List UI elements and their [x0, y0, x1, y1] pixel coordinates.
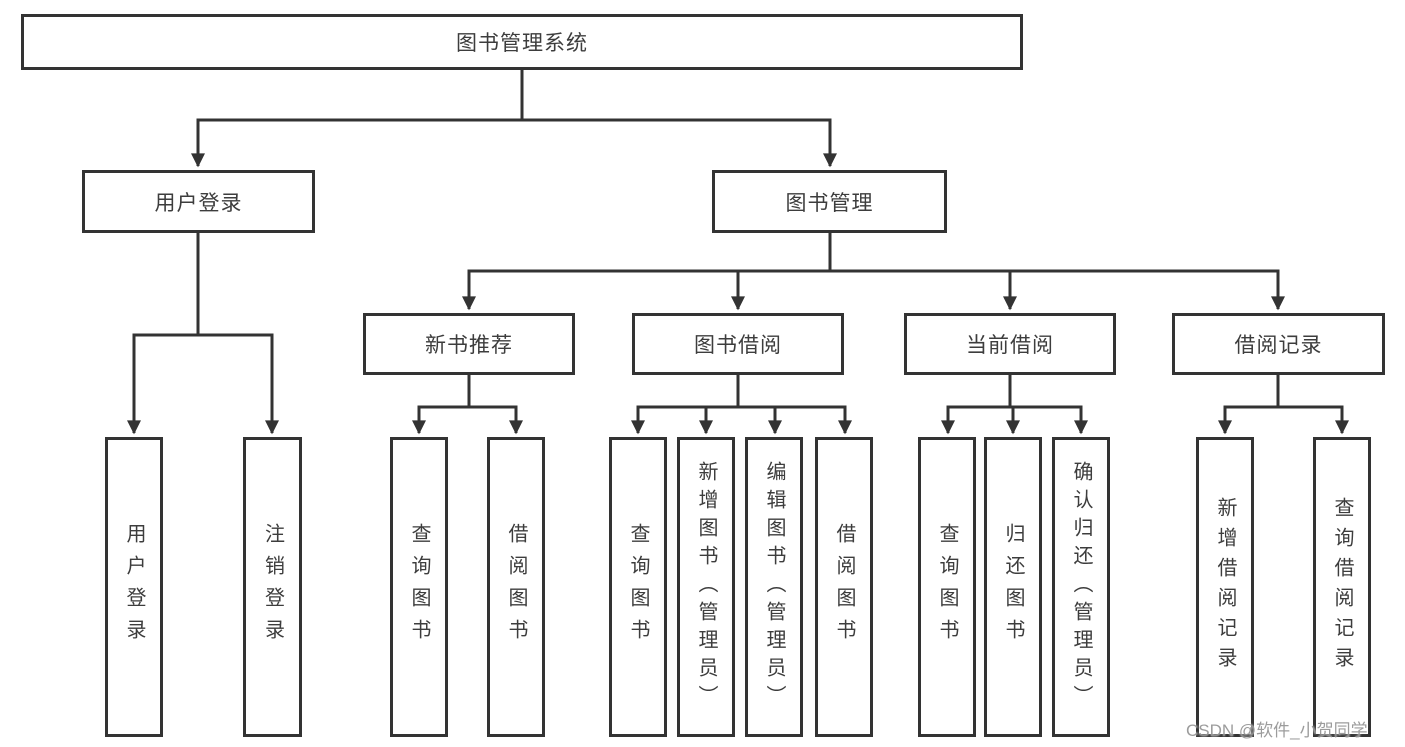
leaf-bb-query-books: 查询图书	[609, 437, 667, 737]
leaf-logout: 注销登录	[243, 437, 302, 737]
csdn-watermark: CSDN @软件_小贺同学	[1186, 721, 1368, 740]
leaf-bb-add-books-admin: 新增图书（管理员）	[677, 437, 735, 737]
node-user-login: 用户登录	[82, 170, 315, 233]
node-new-book-recommend: 新书推荐	[363, 313, 575, 375]
leaf-br-add-record: 新增借阅记录	[1196, 437, 1254, 737]
node-book-management: 图书管理	[712, 170, 947, 233]
leaf-user-login: 用户登录	[105, 437, 163, 737]
leaf-bb-edit-books-admin: 编辑图书（管理员）	[745, 437, 803, 737]
node-book-borrow: 图书借阅	[632, 313, 844, 375]
node-borrow-records: 借阅记录	[1172, 313, 1385, 375]
leaf-br-query-record: 查询借阅记录	[1313, 437, 1371, 737]
leaf-nb-query-books: 查询图书	[390, 437, 448, 737]
node-current-borrow: 当前借阅	[904, 313, 1116, 375]
leaf-nb-borrow-books: 借阅图书	[487, 437, 545, 737]
leaf-cb-confirm-return-admin: 确认归还（管理员）	[1052, 437, 1110, 737]
leaf-bb-borrow-books: 借阅图书	[815, 437, 873, 737]
leaf-cb-query-books: 查询图书	[918, 437, 976, 737]
node-root-system: 图书管理系统	[21, 14, 1023, 70]
leaf-cb-return-books: 归还图书	[984, 437, 1042, 737]
